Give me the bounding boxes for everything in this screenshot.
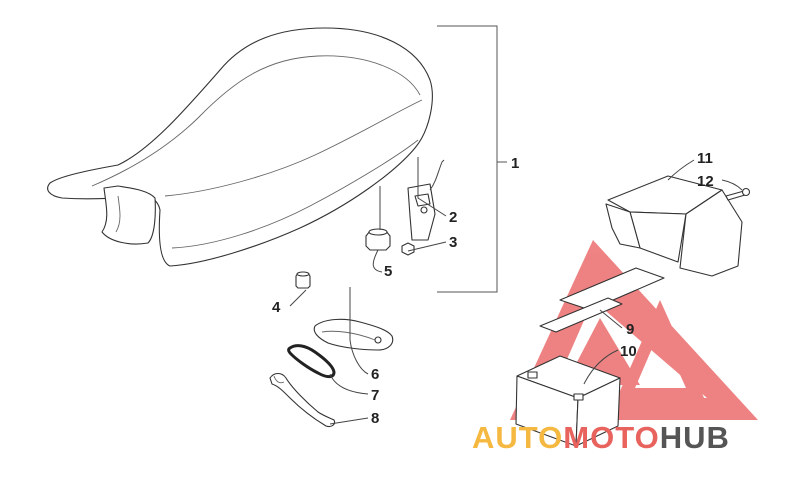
battery-terminal-pos — [573, 393, 584, 401]
battery-box — [605, 175, 743, 277]
assembly-bracket — [437, 25, 507, 293]
leader-9 — [599, 309, 623, 329]
seat-lower-edge — [171, 139, 419, 249]
wrench — [269, 372, 336, 428]
leader-3 — [407, 241, 447, 252]
strap-band — [559, 267, 665, 311]
watermark-segment-auto: AUTO — [472, 420, 563, 455]
watermark-segment-hub: HUB — [660, 420, 730, 455]
leader-2 — [417, 157, 447, 217]
callout-10: 10 — [620, 343, 637, 360]
battery-strap — [539, 267, 665, 333]
leader-10 — [583, 349, 619, 385]
callout-labels: 1 2 3 4 5 6 7 8 9 10 11 12 — [272, 150, 714, 427]
latch-pivot — [420, 206, 428, 214]
strap-tail — [539, 297, 623, 333]
nut-shape — [401, 242, 415, 256]
leader-4 — [289, 289, 307, 307]
box-flange — [605, 203, 641, 249]
buffer-top — [368, 228, 388, 236]
leader-11 — [667, 159, 695, 181]
callout-2: 2 — [449, 209, 457, 226]
callout-8: 8 — [371, 410, 379, 427]
seat-top-ridge — [91, 55, 421, 187]
callout-1: 1 — [511, 155, 519, 172]
battery — [515, 355, 621, 447]
leader-lines — [289, 157, 743, 425]
latch-cable — [429, 159, 445, 191]
seat — [47, 27, 433, 267]
leader-5 — [372, 186, 383, 273]
watermark-text: AUTOMOTOHUB — [472, 420, 730, 455]
callout-12: 12 — [697, 173, 714, 190]
spacer-top — [296, 271, 310, 277]
nut — [401, 242, 415, 256]
wrench-body — [269, 372, 336, 428]
watermark-segment-moto: MOTO — [563, 420, 659, 455]
callout-3: 3 — [449, 234, 457, 251]
cover-plate-body — [313, 318, 394, 351]
leader-7 — [329, 373, 369, 395]
screw — [725, 187, 751, 201]
leader-12 — [721, 179, 743, 191]
leader-6 — [349, 287, 369, 375]
watermark-triangle-inner — [616, 300, 705, 400]
seat-latch — [407, 159, 445, 241]
gasket-ring — [287, 344, 336, 379]
leader-8 — [329, 417, 369, 425]
cover-plate-rib — [321, 330, 376, 341]
screw-head — [741, 187, 751, 197]
seat-mount-hook — [101, 185, 156, 245]
battery-side — [575, 377, 621, 447]
battery-terminal-neg — [527, 371, 538, 379]
callout-6: 6 — [371, 366, 379, 383]
rubber-buffer — [365, 228, 391, 251]
gasket — [287, 344, 336, 379]
callout-5: 5 — [384, 263, 392, 280]
seat-seam-line — [164, 99, 423, 197]
box-front — [629, 211, 687, 263]
callout-7: 7 — [371, 387, 379, 404]
callout-9: 9 — [626, 321, 634, 338]
wrench-jaw — [273, 375, 285, 384]
cover-plate — [313, 318, 394, 351]
spacer — [295, 271, 311, 289]
callout-4: 4 — [272, 299, 281, 316]
box-side — [679, 189, 743, 277]
callout-11: 11 — [697, 150, 713, 167]
cover-plate-hole — [374, 336, 382, 344]
seat-hook-inner — [115, 195, 121, 233]
